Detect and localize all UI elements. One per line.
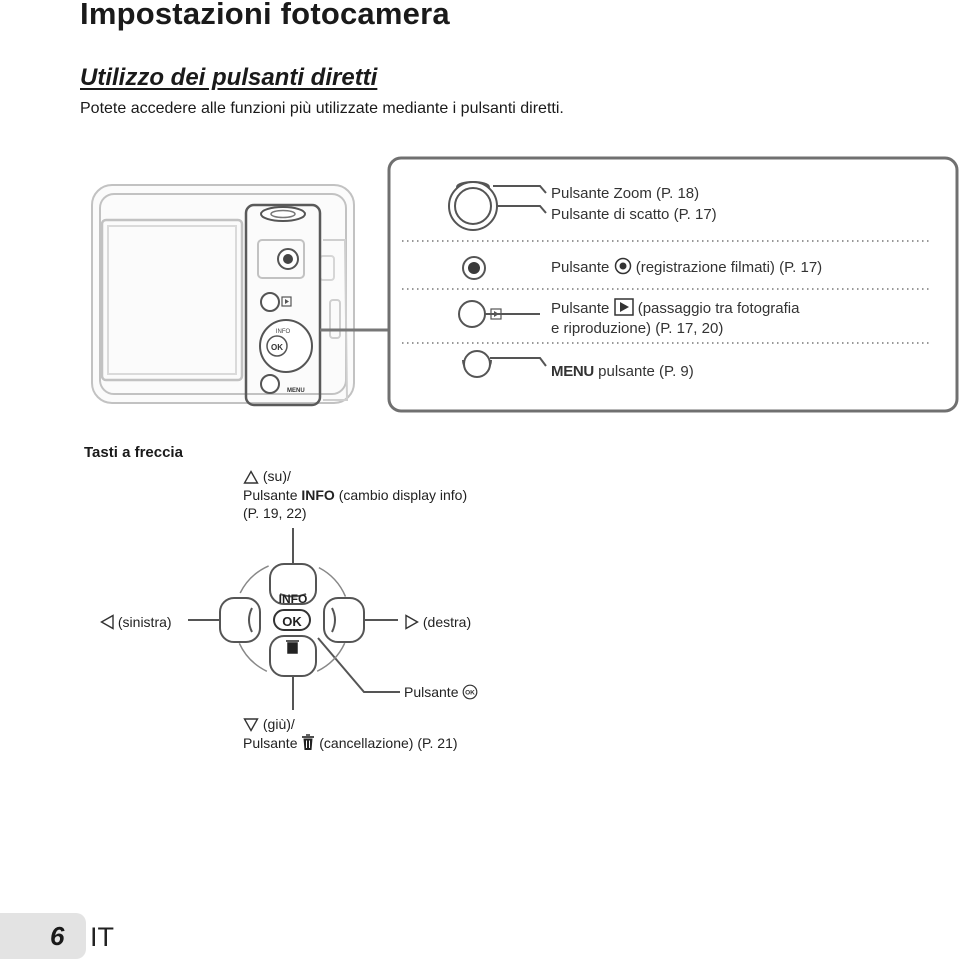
triangle-left-icon <box>100 614 114 630</box>
menu-label-icon: MENU <box>551 363 594 380</box>
playback-button-icon <box>458 300 540 328</box>
arrow-up-label: (su)/ <box>243 466 291 487</box>
dpad-left-mark <box>248 607 253 633</box>
ok-button-label: Pulsante OK <box>404 682 478 703</box>
language-code: IT <box>90 922 114 952</box>
ok-circle-icon: OK <box>462 684 478 700</box>
arrow-up-pages: (P. 19, 22) <box>243 505 307 521</box>
ok-button-prefix: Pulsante <box>404 684 459 700</box>
dpad-left-key <box>219 597 261 643</box>
triangle-right-icon <box>405 614 419 630</box>
intro-text: Potete accedere alle funzioni più utiliz… <box>80 100 564 117</box>
callout-menu-suffix: pulsante (P. 9) <box>598 363 694 380</box>
dpad-info-label: INFO <box>279 592 308 606</box>
movie-record-icon <box>614 257 631 275</box>
dpad-up-mark <box>279 593 307 598</box>
callout-menu: MENU pulsante (P. 9) <box>551 361 694 382</box>
dpad-right-key <box>323 597 365 643</box>
callout-frame <box>387 156 959 413</box>
arrow-down-text: (giù)/ <box>262 716 295 732</box>
dpad-trash-icon <box>286 640 299 654</box>
callout-playback-prefix: Pulsante <box>551 300 610 317</box>
callout-movie: Pulsante (registrazione filmati) (P. 17) <box>551 257 822 278</box>
dpad-ok-key <box>273 609 311 631</box>
playback-icon <box>613 298 634 316</box>
page-number: 6 <box>50 921 65 951</box>
dpad-diagram: INFO OK <box>188 528 400 710</box>
page-number-tab <box>0 913 86 959</box>
svg-text:INFO: INFO <box>276 329 291 335</box>
callout-playback-suffix: (passaggio tra fotografia <box>637 300 800 317</box>
movie-button-icon <box>462 256 486 280</box>
callout-movie-prefix: Pulsante <box>551 259 610 276</box>
arrow-up-text: (su)/ <box>262 468 291 484</box>
control-strip-illustration: OK INFO MENU <box>244 203 322 407</box>
triangle-down-icon <box>243 718 259 732</box>
arrow-left-label: (sinistra) <box>100 612 172 633</box>
zoom-shutter-icon <box>448 181 547 231</box>
arrow-keys-title: Tasti a freccia <box>84 444 183 461</box>
svg-text:MENU: MENU <box>287 388 305 394</box>
camera-diagram: OK INFO MENU <box>91 156 959 413</box>
trash-icon <box>302 734 315 750</box>
page-title: Impostazioni fotocamera <box>80 0 450 31</box>
leader-ok <box>317 637 400 693</box>
trash-button-prefix: Pulsante <box>243 735 298 751</box>
arrow-up-line2: Pulsante INFO (cambio display info) <box>243 485 467 506</box>
callout-separators <box>402 240 930 344</box>
dpad-ok-label: OK <box>282 614 302 629</box>
callout-movie-suffix: (registrazione filmati) (P. 17) <box>635 259 823 276</box>
dpad-right-mark <box>331 607 336 633</box>
arrow-left-text: (sinistra) <box>117 614 172 630</box>
svg-text:OK: OK <box>466 690 476 697</box>
trash-button-suffix: (cancellazione) (P. 21) <box>319 735 458 751</box>
callout-shutter: Pulsante di scatto (P. 17) <box>551 206 717 223</box>
callout-playback: Pulsante (passaggio tra fotografia <box>551 298 799 319</box>
svg-text:OK: OK <box>271 343 283 352</box>
dpad-down-key <box>269 635 317 677</box>
arrow-right-text: (destra) <box>422 614 472 630</box>
triangle-up-icon <box>243 470 259 484</box>
info-button-suffix: (cambio display info) <box>338 487 468 503</box>
camera-body-illustration <box>91 184 355 404</box>
section-title: Utilizzo dei pulsanti diretti <box>80 64 378 91</box>
menu-button-icon <box>462 350 547 378</box>
callout-zoom: Pulsante Zoom (P. 18) <box>551 185 700 202</box>
info-button-word: INFO <box>301 487 335 503</box>
info-button-prefix: Pulsante <box>243 487 298 503</box>
arrow-down-line2: Pulsante (cancellazione) (P. 21) <box>243 733 458 754</box>
arrow-down-label: (giù)/ <box>243 714 295 735</box>
callout-playback-line2: e riproduzione) (P. 17, 20) <box>551 320 724 337</box>
arrow-right-label: (destra) <box>405 612 471 633</box>
